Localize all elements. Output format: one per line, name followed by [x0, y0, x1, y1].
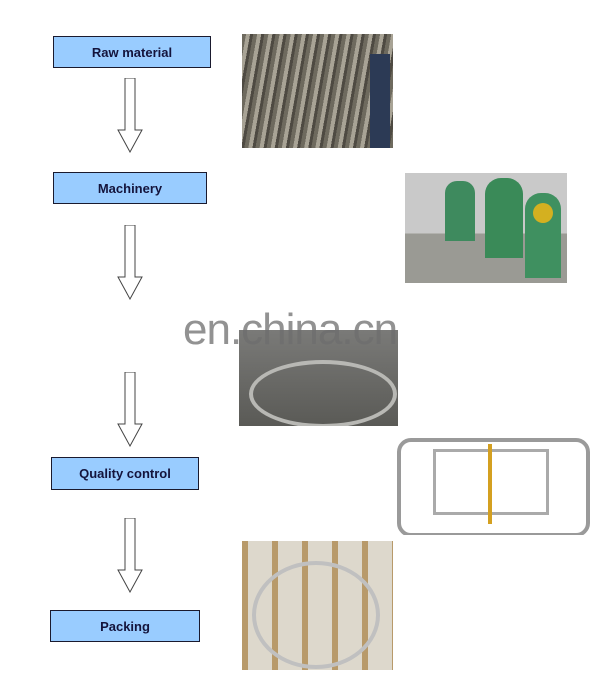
- down-arrow-icon: [117, 518, 143, 593]
- step-machinery: Machinery: [53, 172, 207, 204]
- machinery-photo: [405, 173, 567, 283]
- watermark: en.china.cn: [183, 305, 398, 354]
- down-arrow-icon: [117, 78, 143, 153]
- raw-material-photo: [242, 34, 393, 148]
- welding-photo: [239, 330, 398, 426]
- step-quality-control: Quality control: [51, 457, 199, 490]
- step-packing: Packing: [50, 610, 200, 642]
- product-frame-photo: [393, 434, 590, 535]
- down-arrow-icon: [117, 225, 143, 300]
- packing-photo: [242, 541, 393, 670]
- down-arrow-icon: [117, 372, 143, 447]
- step-raw-material: Raw material: [53, 36, 211, 68]
